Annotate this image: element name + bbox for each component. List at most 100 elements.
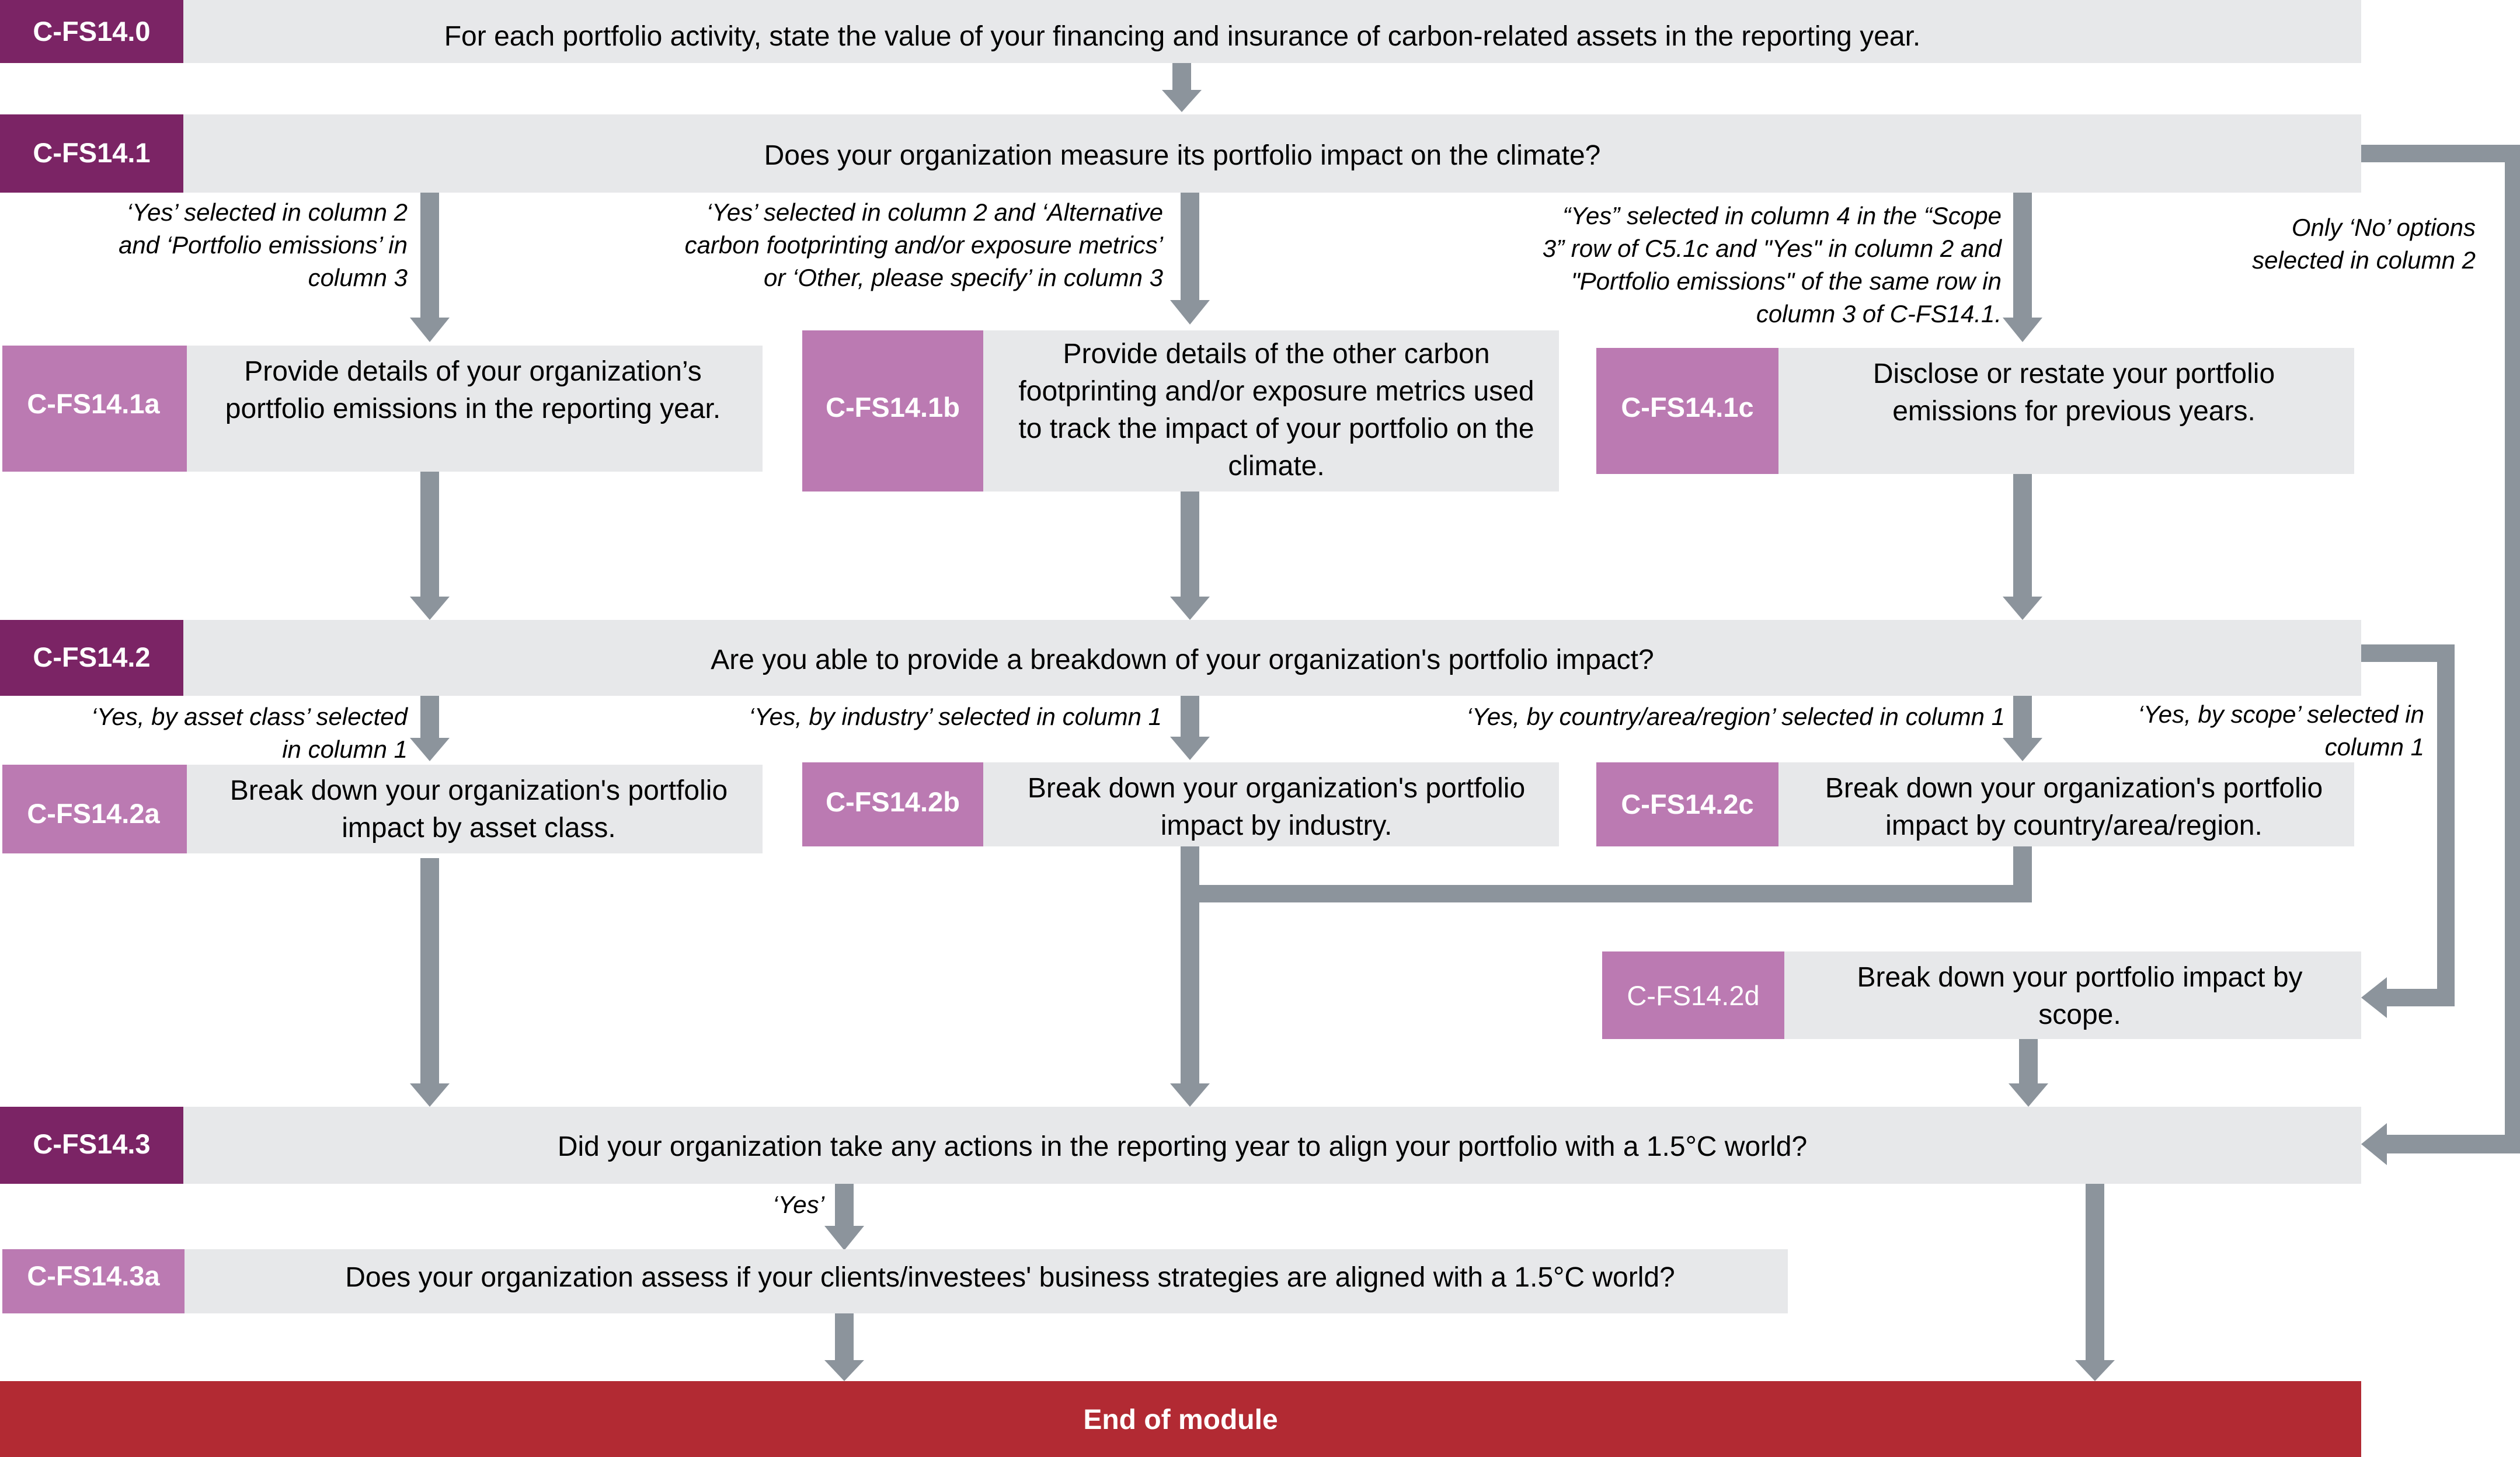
code-tag	[2, 346, 187, 472]
connector-line	[835, 1184, 854, 1227]
connector-line	[2386, 989, 2455, 1006]
code-label: C-FS14.2	[33, 642, 150, 672]
connector-line	[2013, 193, 2032, 319]
code-tag	[0, 1107, 183, 1184]
code-label: C-FS14.2a	[27, 798, 160, 829]
connector-line	[1181, 696, 1199, 738]
node-fs14-3: C-FS14.3 Did your organization take any …	[0, 1107, 2361, 1184]
connector-line	[2086, 1184, 2104, 1361]
code-tag	[1596, 348, 1778, 474]
code-tag	[0, 0, 183, 63]
question-text-line: scope.	[2038, 999, 2121, 1030]
question-text-line: emissions for previous years.	[1892, 396, 2256, 427]
condition-1c-line: "Portfolio emissions" of the same row in	[1571, 267, 2002, 295]
condition-1b-line: ‘Yes’ selected in column 2 and ‘Alternat…	[706, 198, 1163, 226]
condition-1c-line: “Yes” selected in column 4 in the “Scope	[1562, 202, 2002, 229]
condition-3a-line: ‘Yes’	[772, 1191, 824, 1218]
arrow-head	[1170, 597, 1210, 620]
question-text: Does your organization assess if your cl…	[345, 1262, 1675, 1293]
node-fs14-2c: C-FS14.2c Break down your organization's…	[1596, 762, 2354, 846]
question-box	[0, 1107, 2361, 1184]
condition-2c-line: ‘Yes, by country/area/region’ selected i…	[1467, 703, 2005, 730]
question-text: Are you able to provide a breakdown of y…	[711, 644, 1654, 675]
node-fs14-1a: C-FS14.1a Provide details of your organi…	[2, 346, 763, 472]
condition-1a-line: and ‘Portfolio emissions’ in	[119, 231, 408, 259]
arrow-head	[1170, 737, 1210, 760]
connector-line	[420, 193, 439, 319]
condition-2a-line: in column 1	[282, 736, 408, 763]
code-label: C-FS14.1a	[27, 388, 160, 419]
arrow-head	[410, 738, 450, 761]
connector-line	[2019, 1039, 2038, 1085]
arrow-head	[410, 318, 450, 342]
condition-labels: ‘Yes’ selected in column 2 and ‘Portfoli…	[91, 198, 2476, 1218]
code-label: C-FS14.0	[33, 16, 150, 47]
question-text-line: Break down your organization's portfolio	[1825, 773, 2323, 804]
code-tag	[1602, 951, 1784, 1039]
condition-no-line: selected in column 2	[2252, 246, 2476, 274]
code-label: C-FS14.1c	[1621, 392, 1753, 423]
connector-line	[1181, 885, 2032, 902]
connectors	[410, 63, 2520, 1381]
arrow-head	[2003, 738, 2042, 761]
arrow-head	[1162, 90, 1202, 112]
condition-2b-line: ‘Yes, by industry’ selected in column 1	[749, 703, 1162, 730]
code-tag	[802, 762, 983, 846]
arrow-head	[824, 1226, 864, 1250]
code-label: C-FS14.1b	[826, 392, 960, 423]
node-fs14-1b: C-FS14.1b Provide details of the other c…	[802, 330, 1559, 492]
code-label: C-FS14.2b	[826, 786, 960, 817]
node-fs14-2b: C-FS14.2b Break down your organization's…	[802, 762, 1559, 846]
code-label: C-FS14.1	[33, 137, 150, 168]
end-bar	[0, 1381, 2361, 1457]
condition-1b-line: carbon footprinting and/or exposure metr…	[685, 231, 1164, 259]
condition-no-line: Only ‘No’ options	[2292, 214, 2476, 241]
code-label: C-FS14.3a	[27, 1260, 160, 1291]
arrow-head	[2003, 318, 2042, 342]
connector-line	[1181, 492, 1199, 598]
node-fs14-2a: C-FS14.2a Break down your organization's…	[2, 765, 763, 853]
question-text-line: portfolio emissions in the reporting yea…	[225, 393, 721, 424]
code-tag	[2, 1249, 185, 1313]
question-text: For each portfolio activity, state the v…	[444, 21, 1921, 52]
arrow-head	[2361, 1123, 2387, 1165]
arrow-head	[410, 597, 450, 620]
arrow-head	[824, 1360, 864, 1381]
question-text-line: Break down your portfolio impact by	[1857, 962, 2302, 993]
arrow-head	[2009, 1083, 2048, 1107]
node-fs14-0: C-FS14.0 For each portfolio activity, st…	[0, 0, 2361, 63]
question-box	[0, 114, 2361, 193]
condition-1a-line: ‘Yes’ selected in column 2	[127, 198, 408, 226]
arrow-head	[1170, 1083, 1210, 1107]
question-text-line: climate.	[1228, 451, 1324, 482]
code-tag	[0, 620, 183, 696]
question-text-line: Break down your organization's portfolio	[1028, 773, 1525, 804]
condition-2d-line: column 1	[2325, 733, 2424, 761]
connector-line	[835, 1313, 854, 1361]
code-tag	[1596, 762, 1778, 846]
condition-1a-line: column 3	[308, 264, 408, 291]
question-text: Did your organization take any actions i…	[558, 1131, 1807, 1162]
connector-line	[1172, 63, 1191, 91]
arrow-head	[410, 1083, 450, 1107]
connector-line	[1181, 193, 1199, 301]
connector-line	[420, 472, 439, 598]
connector-line	[1181, 846, 1199, 1085]
node-fs14-2: C-FS14.2 Are you able to provide a break…	[0, 620, 2361, 696]
condition-1c-line: 3” row of C5.1c and "Yes" in column 2 an…	[1543, 235, 2003, 262]
arrow-head	[2361, 977, 2387, 1018]
connector-line	[2013, 696, 2032, 739]
connector-line	[2437, 644, 2455, 1006]
condition-1c-line: column 3 of C-FS14.1.	[1756, 300, 2002, 327]
question-text-line: Provide details of the other carbon	[1063, 339, 1489, 370]
end-of-module: End of module	[0, 1381, 2361, 1457]
code-tag	[802, 330, 983, 492]
question-text: Does your organization measure its portf…	[764, 140, 1601, 171]
code-label: C-FS14.3	[33, 1128, 150, 1159]
question-text-line: Provide details of your organization’s	[244, 356, 702, 387]
question-text-line: Break down your organization's portfolio	[230, 775, 728, 806]
connector-line	[2505, 145, 2520, 1153]
connector-line	[2013, 474, 2032, 598]
question-text-line: to track the impact of your portfolio on…	[1018, 413, 1534, 444]
